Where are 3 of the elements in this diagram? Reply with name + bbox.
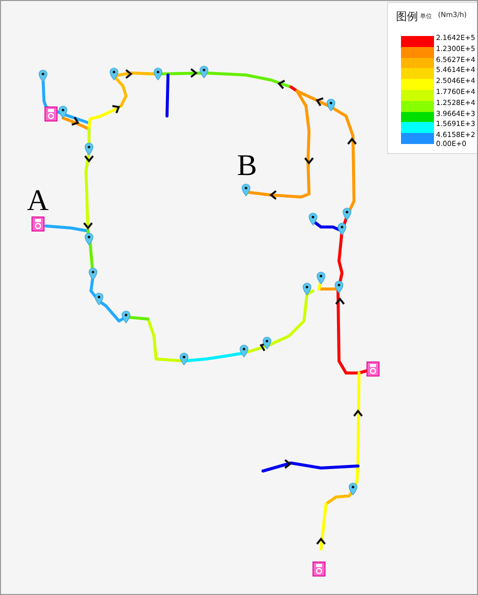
map-label: B bbox=[237, 151, 258, 181]
legend-title: 图例 bbox=[396, 9, 418, 24]
map-label: A bbox=[27, 186, 49, 216]
